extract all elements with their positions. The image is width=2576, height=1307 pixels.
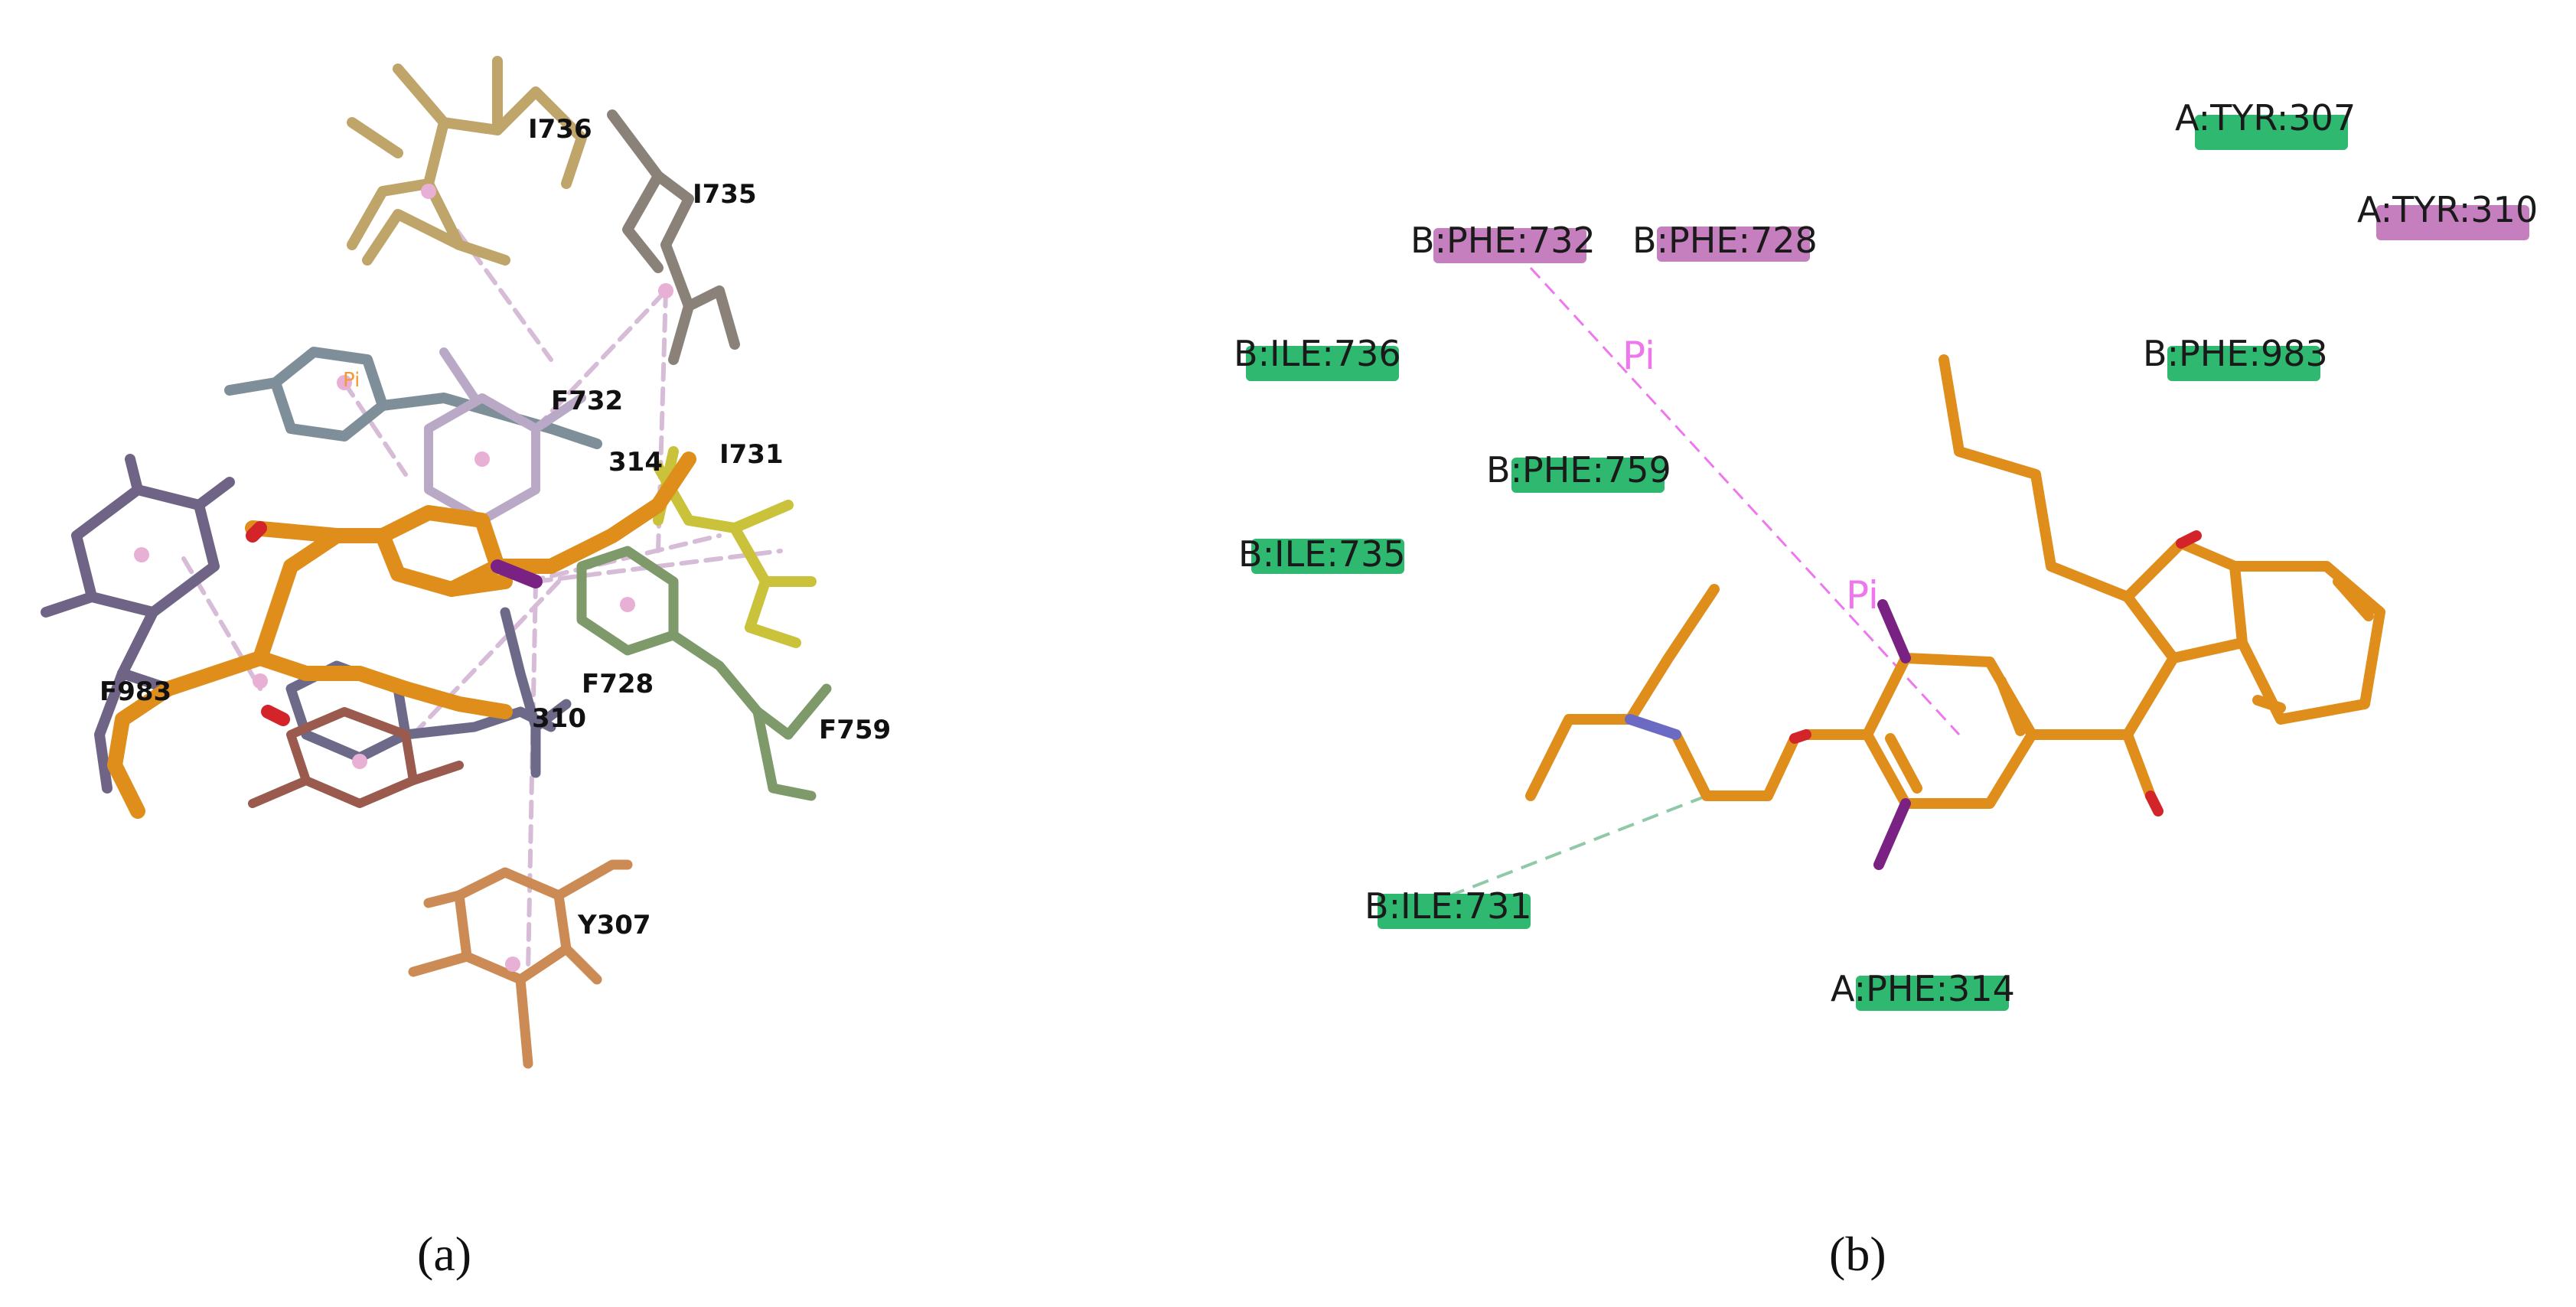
badge-ile736 xyxy=(1246,346,1399,381)
pi-label-2: Pi xyxy=(1846,573,1879,618)
badge-ile735 xyxy=(1251,539,1404,574)
badge-tyr307 xyxy=(2195,115,2348,150)
residue-badges: A:TYR:307 A:TYR:310 B:PHE:732 B:PHE:728 … xyxy=(1234,97,2538,1011)
res-ile735: B:ILE:735 xyxy=(1238,533,1406,575)
ring-centroids xyxy=(134,184,673,972)
residue-i735-sticks xyxy=(607,109,740,365)
caption-b: (b) xyxy=(1829,1227,1886,1281)
badge-phe759 xyxy=(1511,458,1665,493)
label-i736: I736 xyxy=(528,114,592,145)
caption-a: (a) xyxy=(417,1227,471,1281)
label-i735: I735 xyxy=(693,179,757,210)
res-tyr307: A:TYR:307 xyxy=(2175,97,2356,139)
hbond-line xyxy=(1430,794,1707,904)
res-phe728: B:PHE:728 xyxy=(1632,220,1818,261)
res-phe759: B:PHE:759 xyxy=(1486,449,1671,491)
ligand-iodine-bond xyxy=(491,559,543,588)
res-ile731: B:ILE:731 xyxy=(1365,885,1532,927)
label-310: 310 xyxy=(532,703,586,734)
pi-label-1: Pi xyxy=(1622,334,1655,378)
residue-314-sticks xyxy=(424,347,586,525)
panel-a-labels: I736 I735 F732 314 I731 F983 F728 310 F7… xyxy=(99,114,891,940)
label-f983: F983 xyxy=(99,676,171,707)
res-phe314: A:PHE:314 xyxy=(1831,968,2015,1009)
badge-ile731 xyxy=(1378,894,1531,929)
residue-i736-sticks xyxy=(347,56,587,266)
residue-f732-sticks xyxy=(224,347,602,449)
pi-interaction-line xyxy=(1529,266,1961,736)
residue-y307-sticks xyxy=(408,859,633,1069)
res-phe732: B:PHE:732 xyxy=(1410,220,1596,261)
label-i731: I731 xyxy=(719,439,784,470)
res-ile736: B:ILE:736 xyxy=(1234,333,1401,374)
res-tyr310: A:TYR:310 xyxy=(2357,189,2538,230)
badge-phe728 xyxy=(1657,227,1810,262)
badge-tyr310 xyxy=(2376,205,2529,240)
res-phe983: B:PHE:983 xyxy=(2143,333,2328,374)
label-f728: F728 xyxy=(582,669,654,699)
label-pi-3d: Pi xyxy=(343,369,360,392)
badge-phe732 xyxy=(1433,228,1586,263)
badge-phe314 xyxy=(1856,976,2009,1011)
label-f732: F732 xyxy=(551,386,623,416)
label-f759: F759 xyxy=(819,715,891,745)
residue-f983-sticks xyxy=(41,454,235,794)
label-y307: Y307 xyxy=(577,910,651,940)
label-314: 314 xyxy=(608,447,663,477)
ligand-3d-sticks xyxy=(107,451,696,819)
ligand-oxygen-atoms xyxy=(246,521,290,726)
residue-310-sticks xyxy=(248,707,464,808)
panel-b-2d-diagram: Pi Pi xyxy=(1234,97,2538,1281)
panel-a-3d-pose: I736 I735 F732 314 I731 F983 F728 310 F7… xyxy=(41,56,891,1281)
residue-f759-sticks xyxy=(576,546,832,801)
badge-phe983 xyxy=(2167,346,2320,381)
ligand-2d-structure xyxy=(1525,354,2385,870)
